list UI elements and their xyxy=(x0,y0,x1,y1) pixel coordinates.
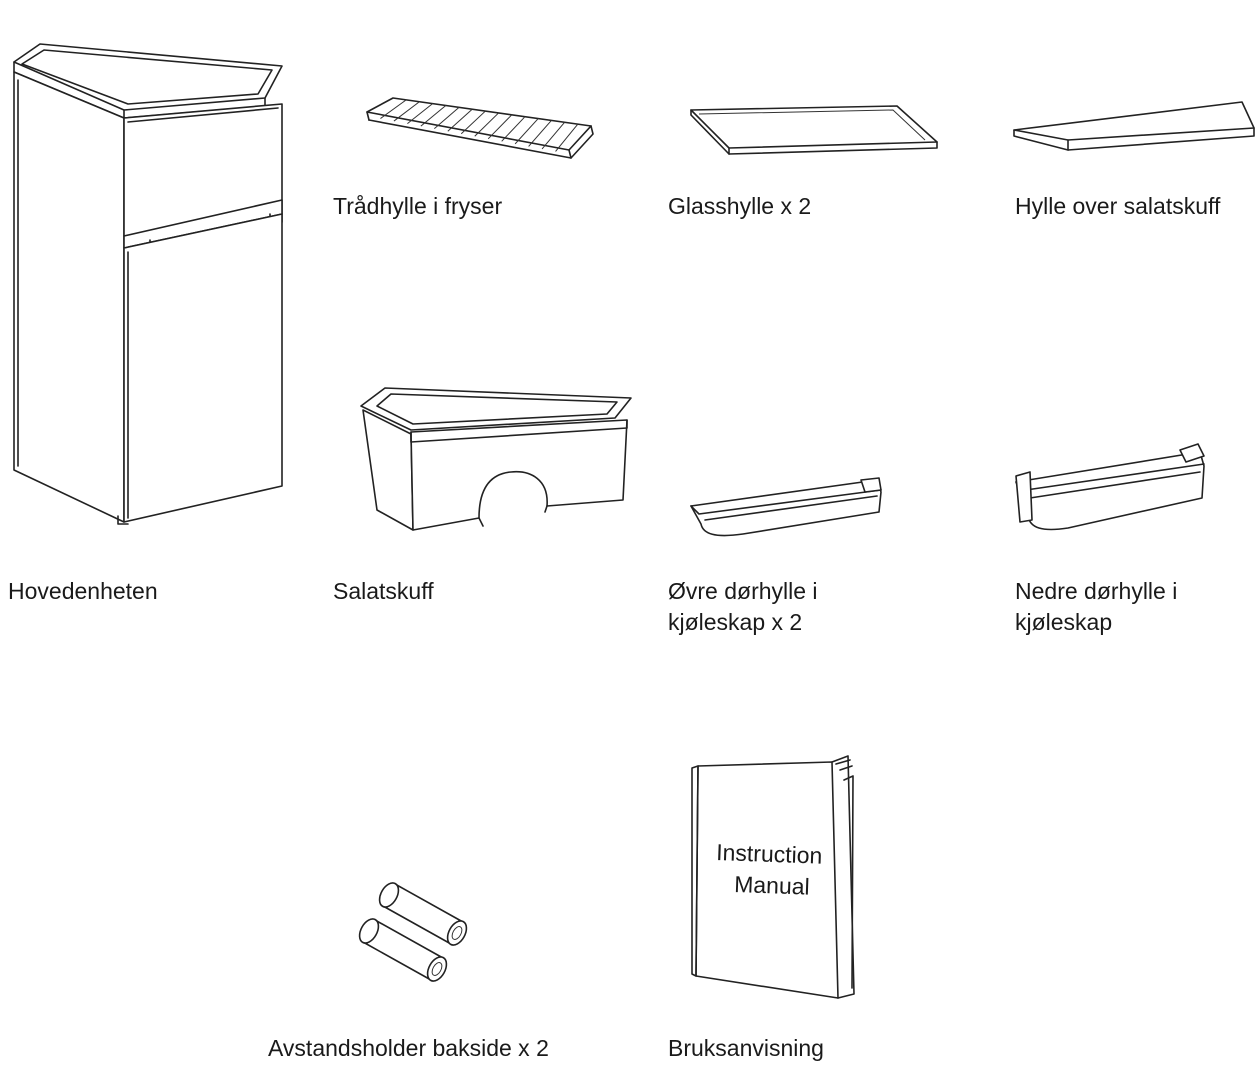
lower-door-shelf-illustration xyxy=(1008,440,1213,540)
upper-door-shelf-illustration xyxy=(685,472,890,540)
label-lower-door-shelf-line1: Nedre dørhylle i xyxy=(1015,578,1178,604)
crisper-cover-illustration xyxy=(1010,98,1260,160)
wire-rod xyxy=(448,109,472,131)
label-freezer-wire-shelf: Trådhylle i fryser xyxy=(333,193,503,219)
fridge-illustration xyxy=(0,0,300,540)
label-crisper-cover-shelf: Hylle over salatskuff xyxy=(1015,193,1221,219)
rear-spacers-illustration xyxy=(355,878,480,983)
label-crisper-drawer: Salatskuff xyxy=(333,578,434,604)
wire-rod xyxy=(475,113,499,136)
wire-rod xyxy=(407,104,432,124)
manual-cover-line2: Manual xyxy=(734,871,810,900)
glass-shelf-illustration xyxy=(685,100,945,162)
label-manual: Bruksanvisning xyxy=(668,1035,824,1061)
manual-cover-line1: Instruction xyxy=(716,839,823,869)
wire-rod xyxy=(394,102,419,121)
label-upper-door-shelf-line1: Øvre dørhylle i xyxy=(668,578,818,604)
label-rear-spacers: Avstandsholder bakside x 2 xyxy=(268,1035,549,1061)
wire-rod xyxy=(502,117,525,142)
manual-illustration: Instruction Manual xyxy=(688,752,863,1002)
label-glass-shelf: Glasshylle x 2 xyxy=(668,193,812,219)
wire-rod xyxy=(488,115,512,139)
label-upper-door-shelf-line2: kjøleskap x 2 xyxy=(668,609,803,635)
wire-rod xyxy=(556,124,578,151)
wire-shelf-illustration xyxy=(355,92,605,164)
wire-rod xyxy=(529,120,552,146)
crisper-drawer-illustration xyxy=(355,380,640,535)
wire-rod xyxy=(380,100,406,119)
label-main-unit: Hovedenheten xyxy=(8,578,158,604)
wire-rod xyxy=(542,122,565,149)
wire-rod xyxy=(421,105,446,126)
wire-rod xyxy=(434,107,459,128)
wire-rod xyxy=(515,119,538,144)
wire-rod xyxy=(461,111,485,134)
label-lower-door-shelf-line2: kjøleskap xyxy=(1015,609,1113,635)
